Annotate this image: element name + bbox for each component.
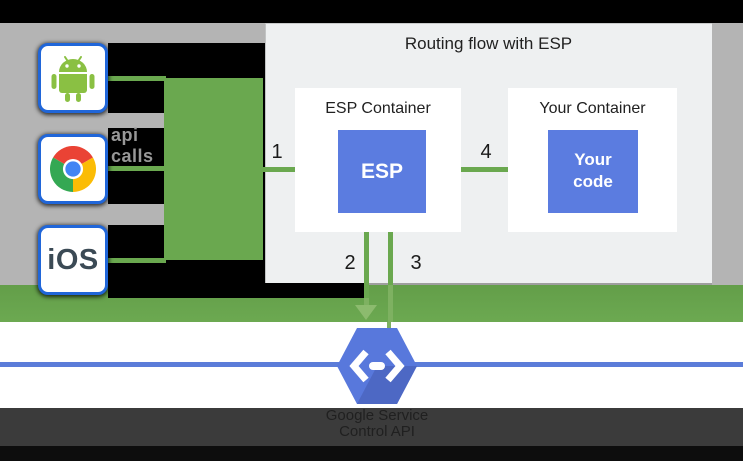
step-label-4: 4 (480, 141, 492, 163)
ios-client-box: iOS (38, 225, 108, 295)
your-code-line1: Your (574, 150, 612, 169)
your-code-node: Your code (548, 130, 638, 213)
android-robot-icon (51, 56, 95, 102)
ios-connector-line (108, 258, 166, 263)
chrome-browser-icon (50, 146, 96, 192)
api-calls-label-line1: api (111, 125, 139, 145)
gray-gap-band-top (0, 113, 164, 128)
step-label-2: 2 (344, 252, 356, 274)
google-cloud-hexagon-icon (337, 328, 417, 404)
dark-notch (108, 283, 364, 298)
arrow-2-head-icon (355, 305, 377, 320)
bottom-black-strip (0, 446, 743, 461)
android-client-box (38, 43, 108, 113)
service-label-line1: Google Service (325, 407, 429, 424)
your-code-line2: code (573, 172, 613, 191)
client-flow-vertical-bar (164, 78, 263, 260)
android-connector-line (108, 76, 166, 81)
arrow-3-stub (387, 322, 391, 328)
chrome-client-box (38, 134, 108, 204)
service-label-line2: Control API (339, 423, 415, 440)
background-right-gray (712, 23, 743, 285)
step-label-3: 3 (410, 252, 422, 274)
arrow-3-line (388, 232, 393, 285)
arrow-3-line-light (388, 285, 393, 322)
your-container-title: Your Container (539, 100, 646, 117)
arrow-2-line-light (364, 298, 369, 308)
gray-gap-band-bottom (0, 204, 164, 225)
arrow-2-line (364, 213, 369, 298)
service-control-api-label: Google Service Control API (277, 408, 477, 440)
arrow-4-line (426, 167, 528, 172)
chrome-connector-line (108, 166, 166, 171)
arrow-1-line (261, 167, 318, 172)
esp-container-title: ESP Container (325, 100, 431, 117)
panel-title: Routing flow with ESP (404, 34, 573, 53)
esp-node: ESP (338, 130, 426, 213)
ios-label: iOS (47, 243, 99, 276)
bottom-dark-band (0, 408, 743, 446)
api-calls-label-line2: calls (111, 146, 154, 166)
step-label-1: 1 (271, 141, 283, 163)
